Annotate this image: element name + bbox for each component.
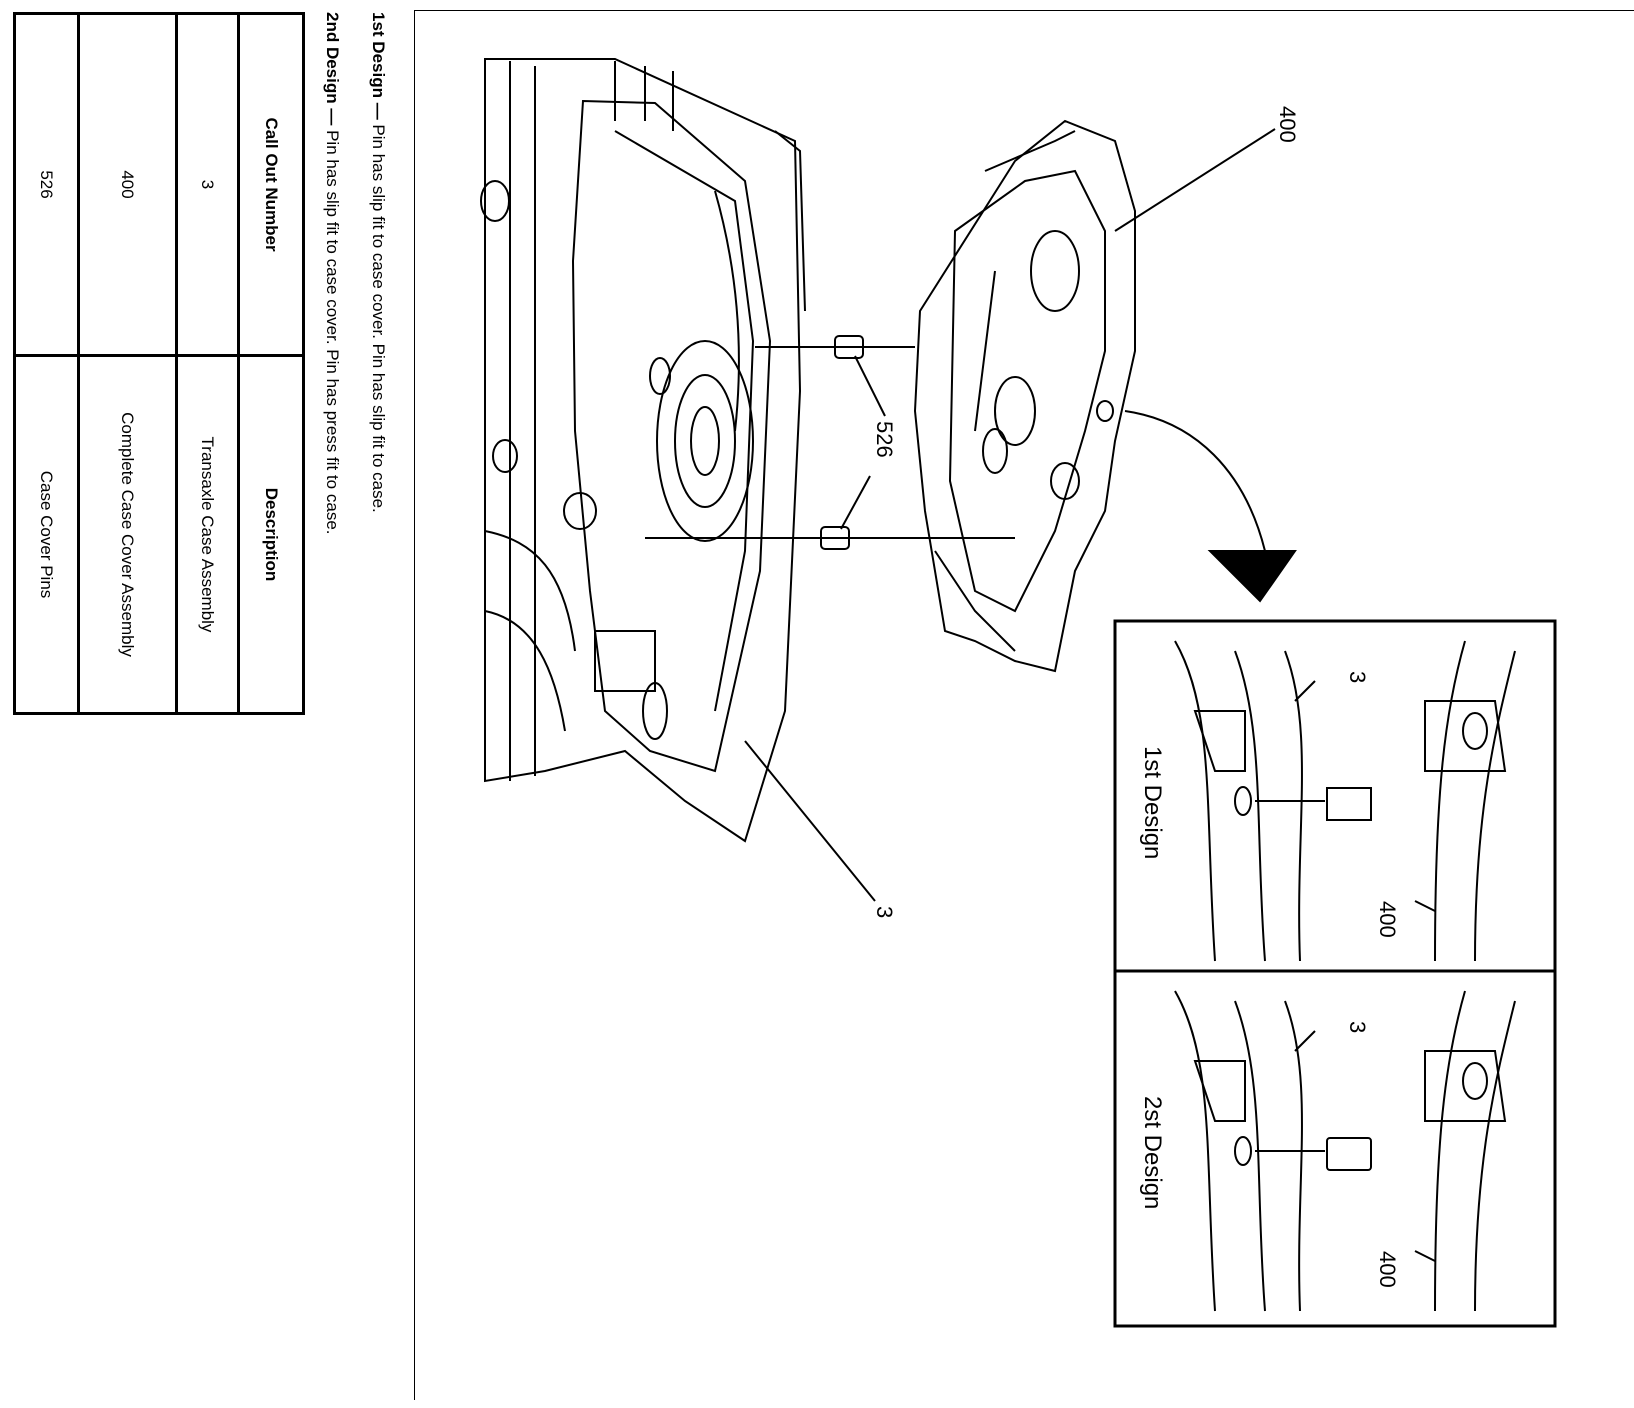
header-callout-number: Call Out Number: [238, 13, 304, 356]
inset-2-callout-3: 3: [1345, 1021, 1370, 1033]
top-rule: [414, 10, 1634, 11]
vertical-divider: [414, 10, 415, 1400]
table-header-row: Call Out Number Description: [238, 13, 304, 714]
design-note-2nd: 2nd Design — Pin has slip fit to case co…: [322, 12, 342, 535]
case-cover-drawing: [913, 119, 1136, 673]
design-note-2nd-label: 2nd Design —: [323, 12, 342, 126]
design-note-1st: 1st Design — Pin has slip fit to case co…: [368, 12, 388, 513]
inset-1-callout-400: 400: [1375, 901, 1400, 938]
transaxle-case-drawing: [480, 58, 806, 843]
design-note-2nd-text: Pin has slip fit to case cover. Pin has …: [323, 125, 342, 535]
table-row: 526 Case Cover Pins: [14, 13, 79, 714]
callout-table: Call Out Number Description 3 Transaxle …: [13, 12, 305, 715]
inset-2-callout-400: 400: [1375, 1251, 1400, 1288]
cell-callout: 526: [14, 13, 79, 356]
design-note-1st-label: 1st Design —: [369, 12, 388, 120]
case-cover-pins-drawing: [645, 335, 1015, 550]
leader-526-b: [840, 475, 871, 530]
header-description: Description: [238, 355, 304, 714]
callout-3: 3: [872, 906, 897, 918]
cell-description: Complete Case Cover Assembly: [78, 355, 177, 714]
legend-panel: 1st Design — Pin has slip fit to case co…: [0, 0, 410, 1408]
leader-400: [1114, 128, 1276, 232]
inset-2nd-design-drawing: [1174, 990, 1516, 1312]
cell-callout: 3: [176, 13, 239, 356]
inset-1-callout-3: 3: [1345, 671, 1370, 683]
design-note-1st-text: Pin has slip fit to case cover. Pin has …: [369, 119, 388, 513]
insets-frame: [1113, 619, 1557, 1328]
inset-2nd-design-label: 2st Design: [1139, 1096, 1166, 1209]
inset-1st-design-drawing: [1174, 640, 1516, 962]
exploded-view-diagram: 400 526 3 1st Design 3 400 2st Design 3 …: [480, 58, 1557, 1328]
callout-400: 400: [1275, 106, 1300, 143]
leader-3: [744, 740, 876, 902]
inset-1st-design-label: 1st Design: [1139, 746, 1166, 859]
table-row: 400 Complete Case Cover Assembly: [78, 13, 177, 714]
leader-526-a: [854, 355, 886, 417]
curved-arrow-icon: [1124, 410, 1297, 603]
cell-description: Case Cover Pins: [14, 355, 79, 714]
callout-526: 526: [872, 421, 897, 458]
table-row: 3 Transaxle Case Assembly: [176, 13, 239, 714]
cell-callout: 400: [78, 13, 177, 356]
cell-description: Transaxle Case Assembly: [176, 355, 239, 714]
